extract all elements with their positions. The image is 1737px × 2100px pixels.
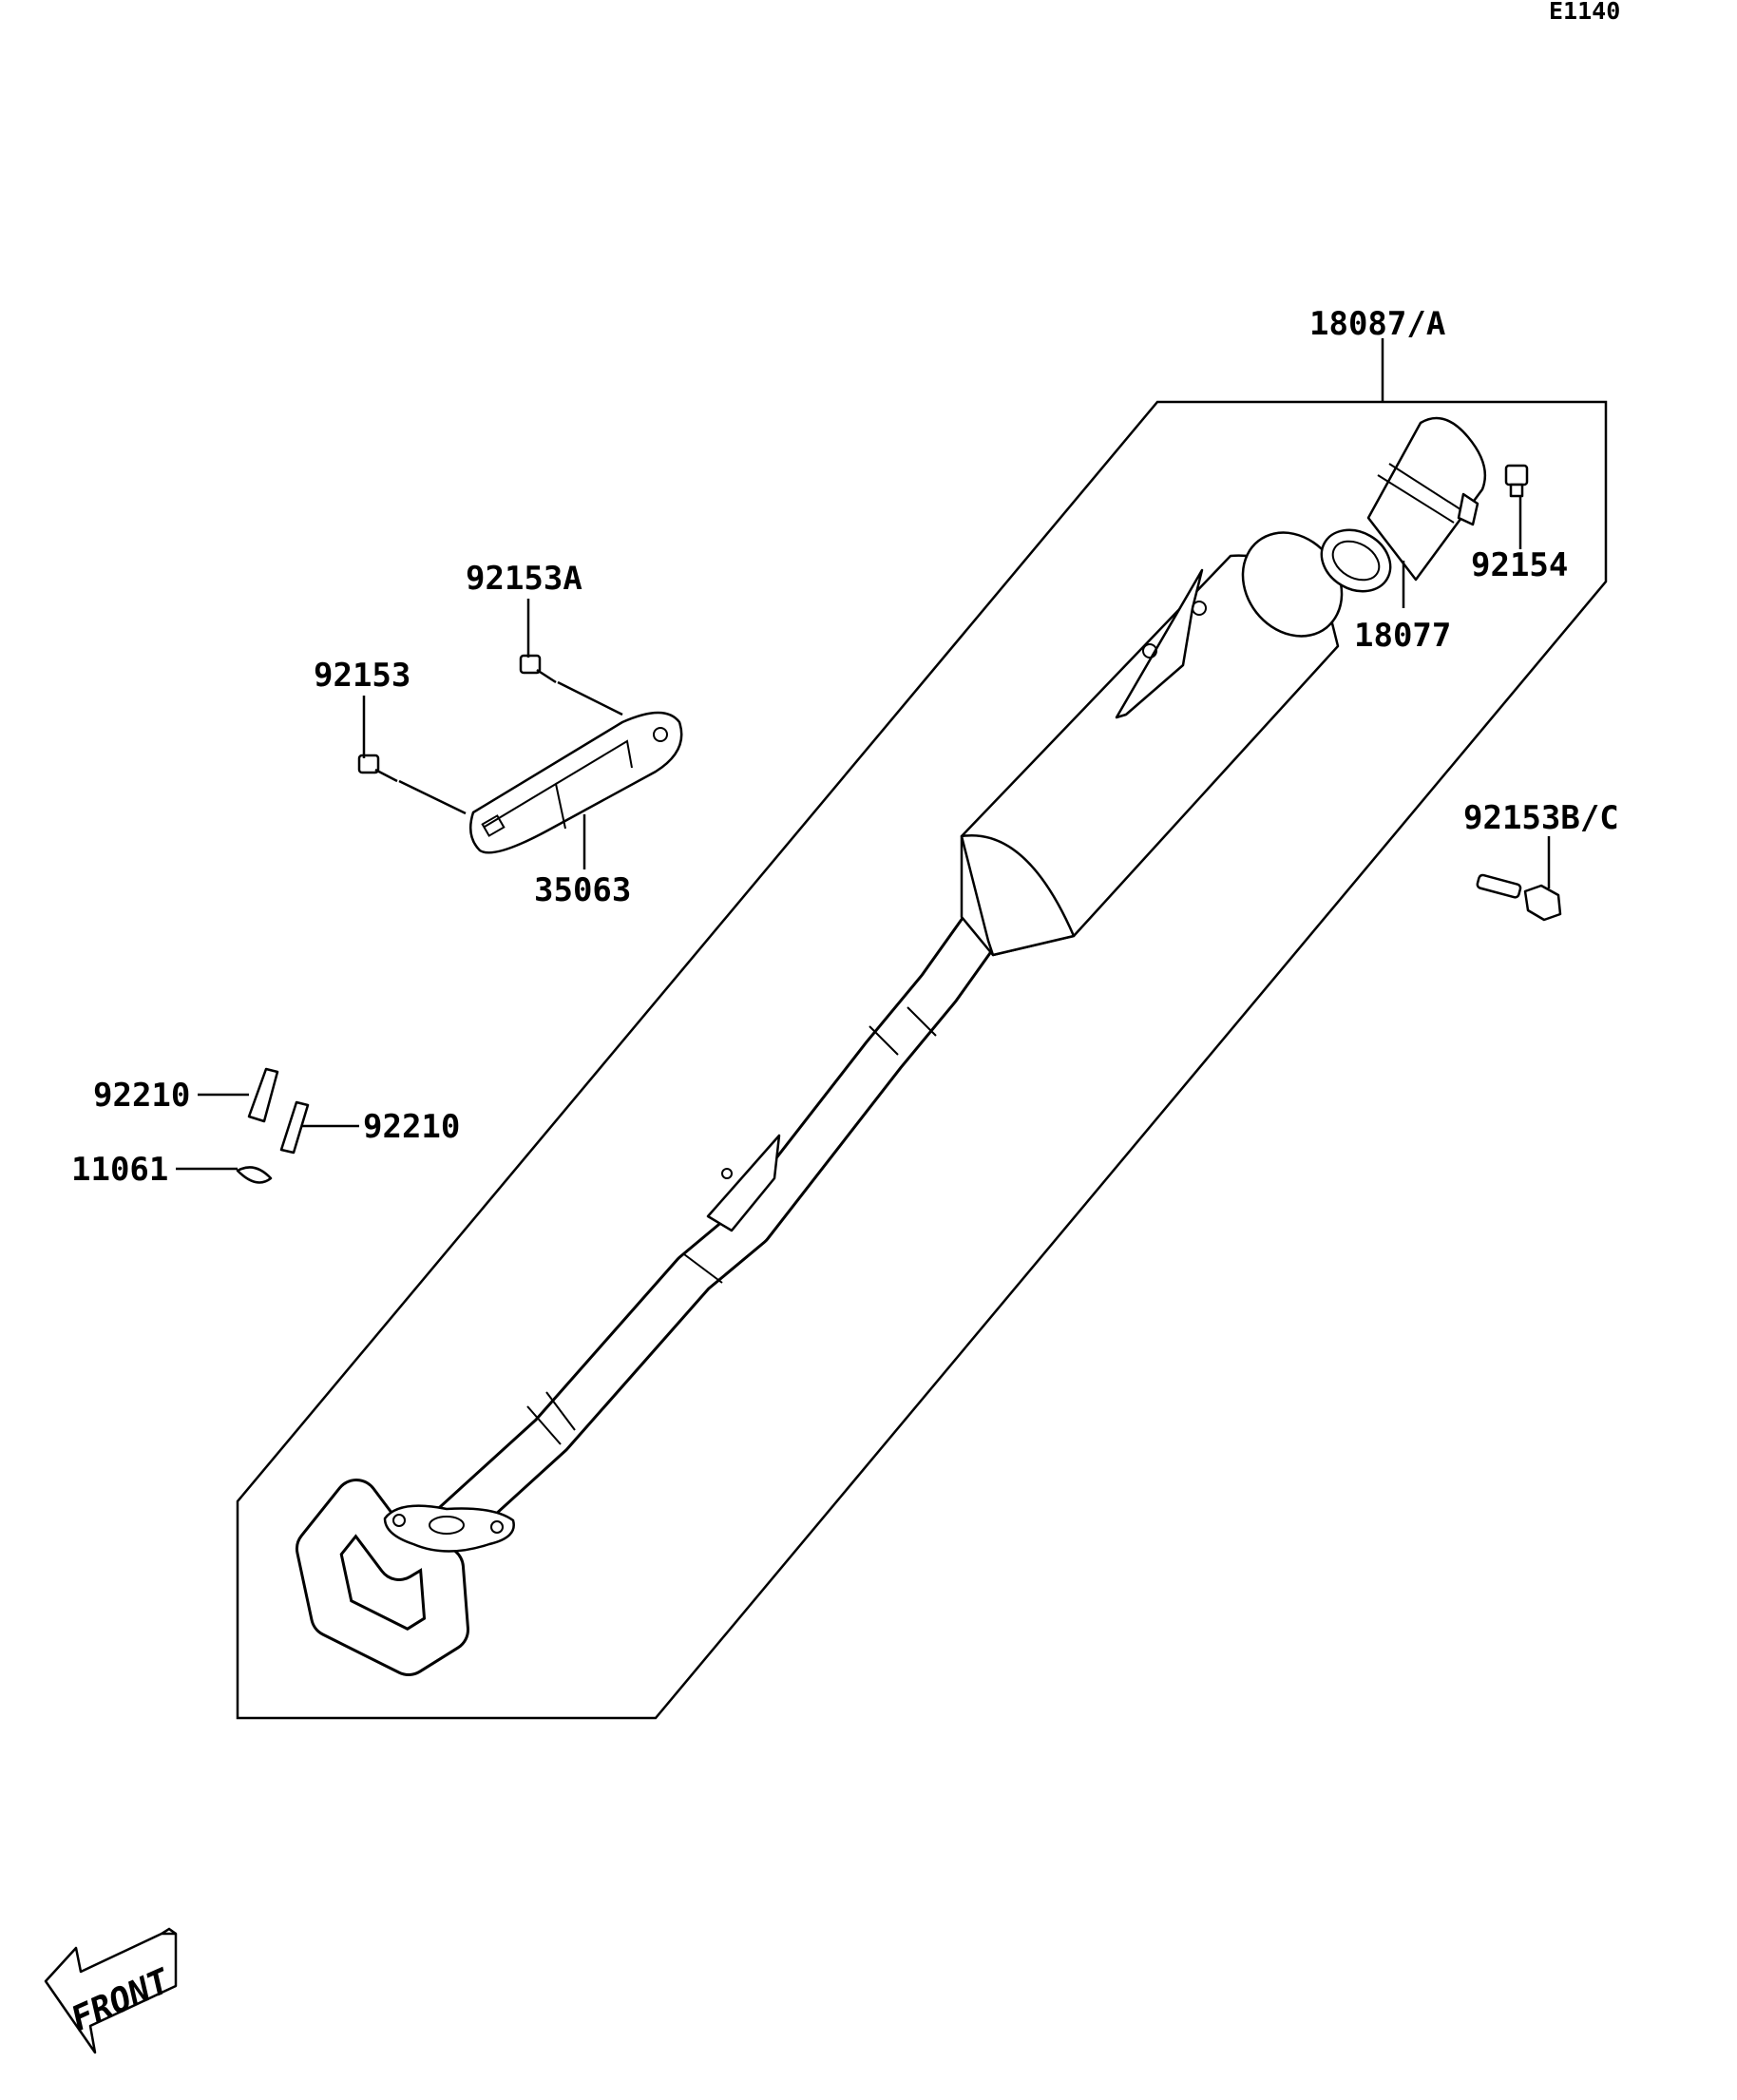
bolt-92153[interactable] <box>357 754 398 783</box>
assembly-boundary <box>236 400 1608 1720</box>
pipe-joint <box>868 1025 899 1056</box>
bolt-head <box>1523 884 1562 922</box>
bolt-shank <box>1509 483 1524 498</box>
label-92210a: 92210 <box>93 1077 190 1115</box>
diagram-code: E1140 <box>1549 0 1620 25</box>
bracket-plate <box>468 711 683 854</box>
muffler-bracket-35063[interactable] <box>468 711 683 854</box>
tab-hole <box>721 1168 733 1179</box>
spark-arrester-18077[interactable] <box>1310 416 1487 603</box>
label-18087: 18087/A <box>1309 305 1445 343</box>
gasket-92210-b[interactable] <box>279 1100 310 1155</box>
clip-11061[interactable] <box>236 1166 273 1184</box>
bolt-head <box>519 654 542 675</box>
arrester-ring <box>1377 474 1455 524</box>
pipe-joint <box>545 1391 576 1431</box>
label-92153A: 92153A <box>466 560 582 598</box>
bolt-head <box>1504 464 1529 487</box>
bracket-bolt <box>1142 643 1157 659</box>
label-92153BC: 92153B/C <box>1463 799 1619 837</box>
label-18077: 18077 <box>1354 617 1451 655</box>
gasket-shape <box>279 1100 310 1155</box>
bracket-bolt <box>1192 601 1207 616</box>
clip-shape <box>236 1166 273 1184</box>
arrester-inlet <box>1320 528 1392 593</box>
label-92154: 92154 <box>1471 546 1568 584</box>
bracket-hole <box>653 727 668 742</box>
exhaust-flange <box>383 1504 515 1553</box>
gasket-shape <box>247 1067 279 1123</box>
assembly-line-92153A <box>557 680 623 716</box>
bolt-92153A[interactable] <box>519 654 557 684</box>
arrester-tab <box>1457 492 1479 526</box>
label-35063: 35063 <box>534 871 631 909</box>
label-92210b: 92210 <box>363 1108 460 1146</box>
flange-bolt-hole <box>392 1514 406 1527</box>
flange-port <box>429 1516 465 1535</box>
label-11061: 11061 <box>71 1151 168 1189</box>
bolt-shank <box>1476 873 1522 899</box>
arrester-body <box>1366 416 1487 582</box>
pipe-joint <box>907 1006 937 1037</box>
bolt-92154[interactable] <box>1504 464 1529 498</box>
bolt-shank <box>374 768 398 783</box>
gasket-92210-a[interactable] <box>247 1067 279 1123</box>
bracket-bend <box>555 739 633 785</box>
arrester-ring <box>1388 463 1464 512</box>
label-92153: 92153 <box>314 657 410 695</box>
bolt-92153BC[interactable] <box>1476 873 1562 922</box>
pipe-joint <box>683 1253 723 1284</box>
muffler-assembly[interactable] <box>296 513 1363 1676</box>
bolt-shank <box>536 668 557 684</box>
flange-bolt-hole <box>490 1520 504 1534</box>
pipe-mount-tab <box>706 1134 781 1232</box>
muffler-bracket <box>1115 568 1204 719</box>
bracket-hole <box>481 814 506 837</box>
assembly-line-92153 <box>398 779 467 815</box>
arrester-inlet-inner <box>1331 540 1381 582</box>
muffler-cone <box>960 833 1076 957</box>
front-arrow-edge <box>161 1927 177 1936</box>
pipe-joint <box>526 1405 562 1445</box>
front-arrow: FRONT <box>44 1927 178 2054</box>
bolt-head <box>357 754 380 774</box>
